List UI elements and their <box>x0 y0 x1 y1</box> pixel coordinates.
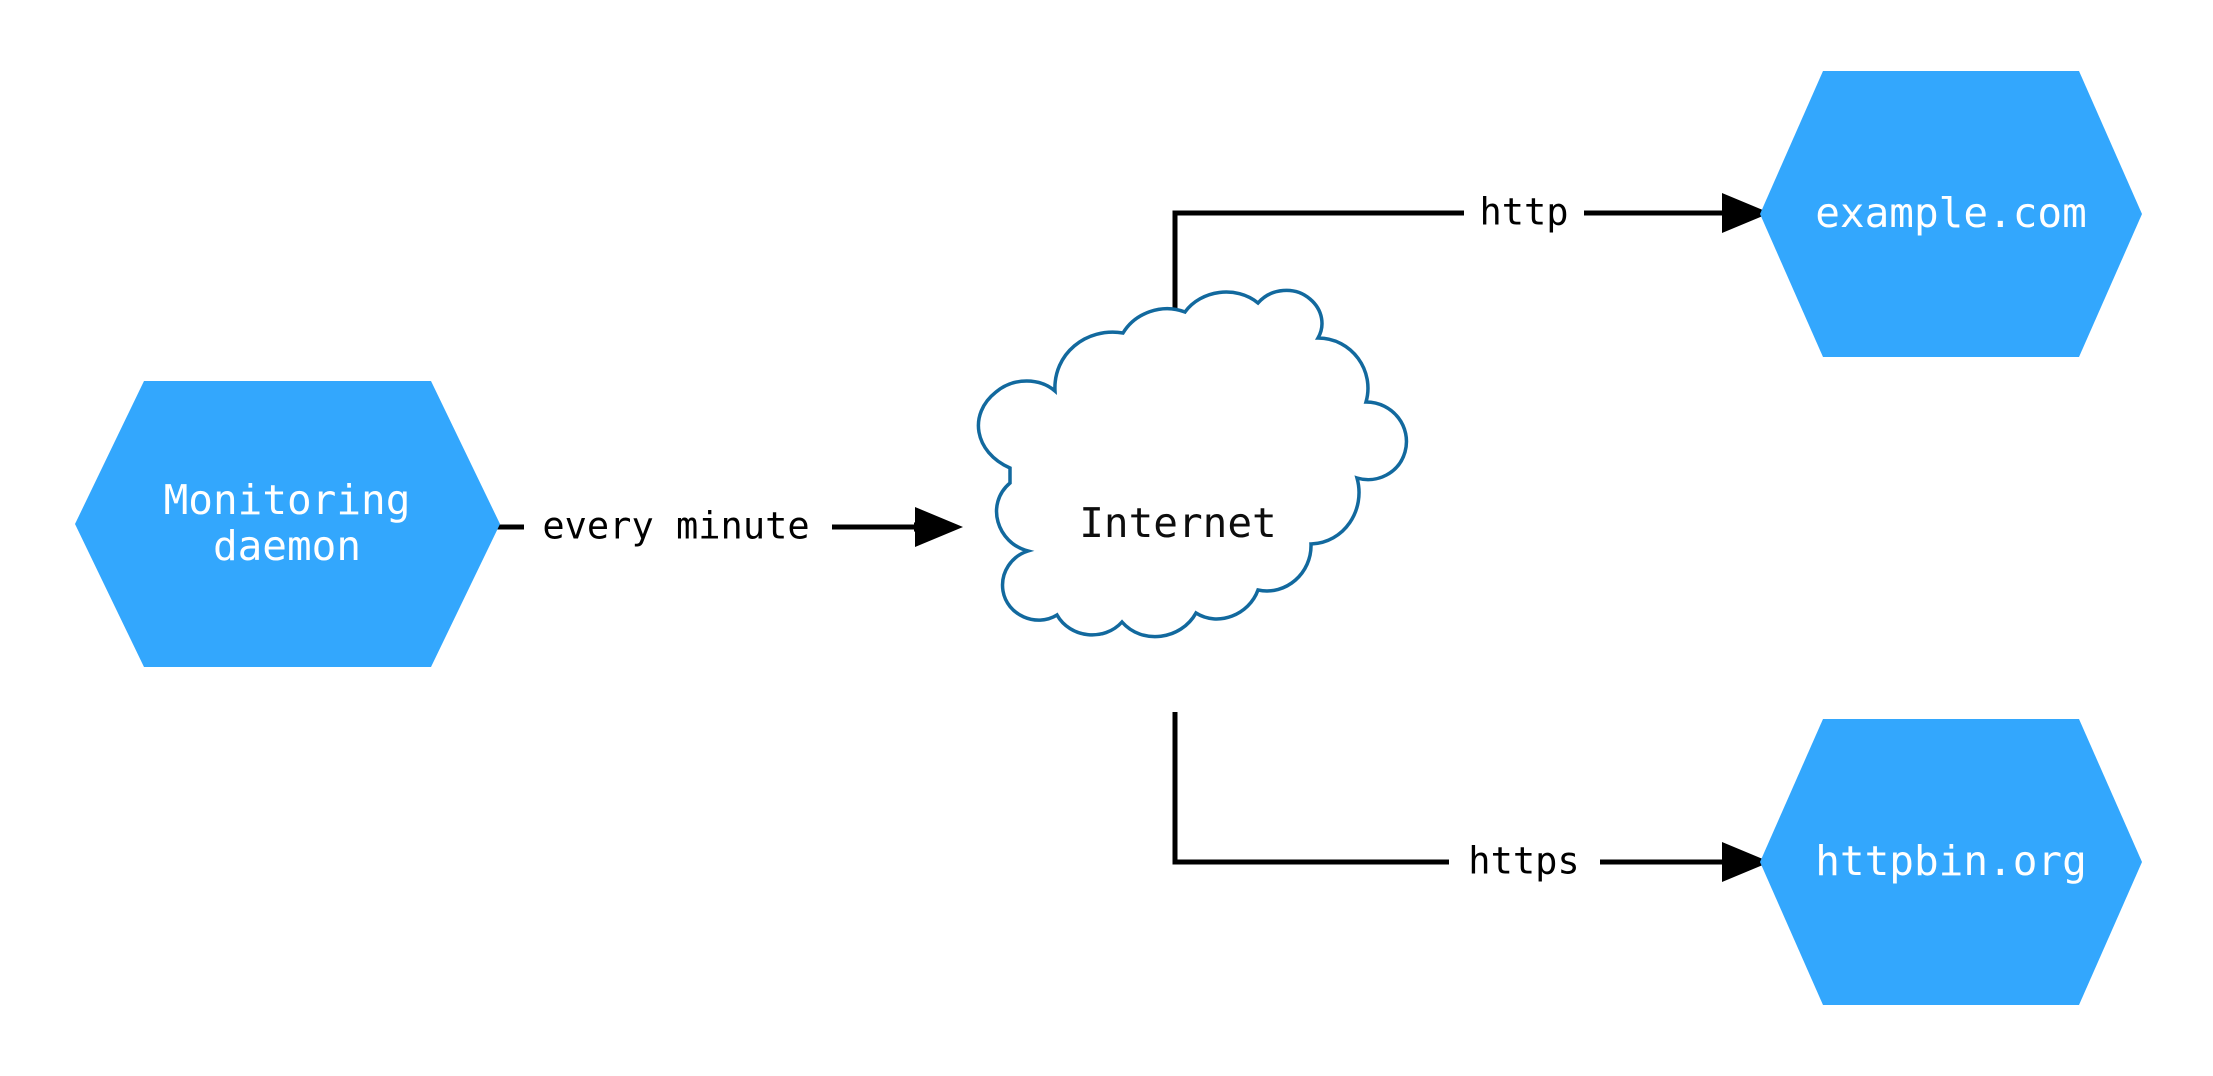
node-label-example-com: example.com <box>1815 189 2087 237</box>
arrowhead-internet <box>915 507 963 547</box>
node-label-monitoring-daemon-line1: Monitoring <box>164 476 411 524</box>
edge-elbow-https <box>1172 712 1449 865</box>
edge-label-http: http <box>1479 191 1568 234</box>
hexagon-shape-httpbin-org[interactable] <box>1760 719 2142 1005</box>
cloud-shape-internet[interactable] <box>976 288 1409 639</box>
edge-internet-to-example: http <box>1172 191 1770 333</box>
arrowhead-httpbin <box>1722 842 1770 882</box>
node-internet-cloud[interactable]: Internet <box>976 288 1409 639</box>
edge-label-every-minute: every minute <box>542 505 809 548</box>
hexagon-shape-monitoring-daemon[interactable] <box>75 381 500 667</box>
node-monitoring-daemon[interactable]: Monitoring daemon <box>75 381 500 667</box>
node-label-httpbin-org: httpbin.org <box>1815 837 2087 885</box>
hexagon-shape-example-com[interactable] <box>1760 71 2142 357</box>
node-label-internet: Internet <box>1079 499 1276 547</box>
node-label-monitoring-daemon-line2: daemon <box>213 522 361 570</box>
edge-daemon-to-internet: every minute <box>455 505 963 548</box>
edge-internet-to-httpbin: https <box>1172 712 1770 883</box>
edge-label-https: https <box>1468 840 1579 883</box>
edge-elbow-http <box>1172 210 1464 333</box>
node-httpbin-org[interactable]: httpbin.org <box>1760 719 2142 1005</box>
arrowhead-example <box>1722 193 1770 233</box>
node-example-com[interactable]: example.com <box>1760 71 2142 357</box>
